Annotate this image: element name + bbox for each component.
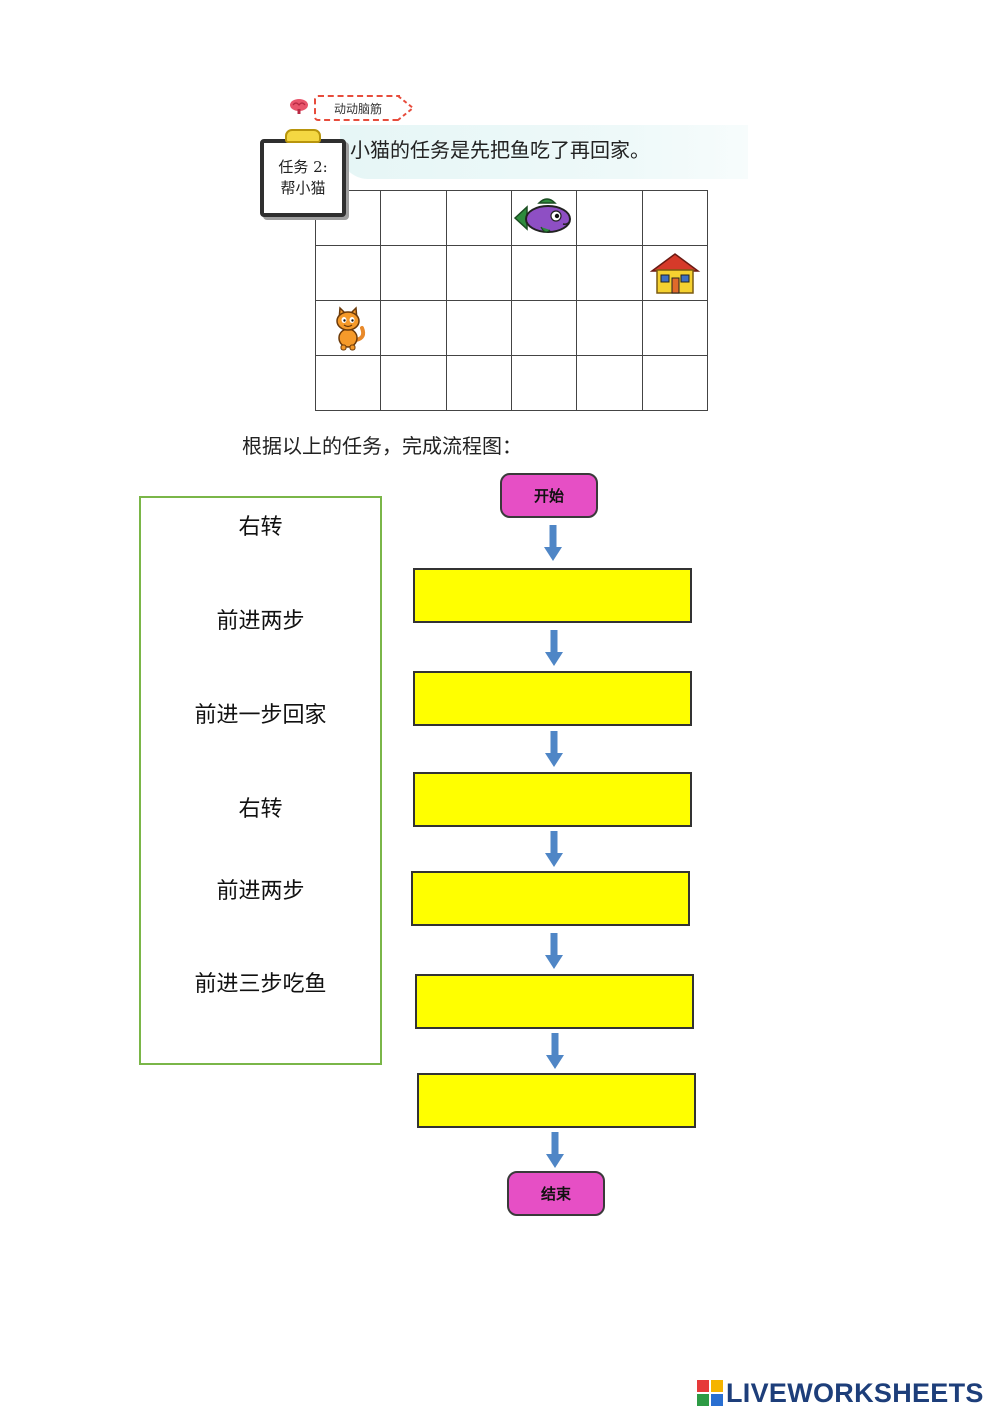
option-item[interactable]: 前进两步: [141, 873, 380, 905]
grid-cell: [316, 301, 381, 356]
brain-icon: [289, 98, 309, 114]
grid-cell: [447, 246, 512, 301]
step-dropzone[interactable]: [417, 1073, 696, 1128]
step-dropzone[interactable]: [415, 974, 694, 1029]
section-tag: 动动脑筋: [314, 95, 400, 121]
task-instruction: 小猫的任务是先把鱼吃了再回家。: [350, 134, 650, 163]
grid-cell: [643, 301, 708, 356]
section-tag-label: 动动脑筋: [334, 100, 382, 117]
map-grid: [315, 190, 708, 411]
arrow-down-icon: [545, 831, 563, 867]
grid-cell: [577, 356, 642, 411]
cat-icon: [328, 304, 368, 352]
option-item[interactable]: 右转: [141, 509, 380, 541]
arrow-down-icon: [545, 933, 563, 969]
grid-cell: [643, 246, 708, 301]
grid-cell: [577, 191, 642, 246]
start-label: 开始: [534, 485, 564, 506]
start-terminal: 开始: [500, 473, 598, 518]
grid-cell: [577, 246, 642, 301]
grid-cell: [447, 191, 512, 246]
liveworksheets-logo: LIVEWORKSHEETS: [697, 1379, 984, 1407]
grid-cell: [643, 356, 708, 411]
options-box: 右转 前进两步 前进一步回家 右转 前进两步 前进三步吃鱼: [139, 496, 382, 1065]
task-label-board: 任务 2: 帮小猫: [260, 139, 346, 217]
fish-icon: [513, 197, 575, 239]
task-label-line1: 任务 2:: [278, 157, 327, 178]
grid-cell: [512, 246, 577, 301]
grid-cell: [381, 246, 446, 301]
step-dropzone[interactable]: [413, 568, 692, 623]
grid-cell: [381, 191, 446, 246]
grid-cell: [512, 356, 577, 411]
option-item[interactable]: 前进一步回家: [141, 697, 380, 729]
clip-icon: [285, 129, 321, 143]
flowchart-instruction: 根据以上的任务，完成流程图：: [242, 430, 522, 459]
grid-cell: [381, 356, 446, 411]
grid-cell: [577, 301, 642, 356]
arrow-down-icon: [544, 525, 562, 561]
end-label: 结束: [541, 1183, 571, 1204]
grid-cell: [447, 356, 512, 411]
task-label-line2: 帮小猫: [280, 178, 325, 199]
grid-cell: [512, 191, 577, 246]
arrow-down-icon: [545, 630, 563, 666]
step-dropzone[interactable]: [411, 871, 690, 926]
grid-cell: [512, 301, 577, 356]
grid-cell: [316, 246, 381, 301]
tag-tip: [398, 95, 414, 121]
arrow-down-icon: [546, 1033, 564, 1069]
grid-cell: [316, 356, 381, 411]
grid-cell: [643, 191, 708, 246]
grid-cell: [447, 301, 512, 356]
arrow-down-icon: [546, 1132, 564, 1168]
logo-icon: [697, 1380, 723, 1406]
arrow-down-icon: [545, 731, 563, 767]
grid-cell: [381, 301, 446, 356]
end-terminal: 结束: [507, 1171, 605, 1216]
option-item[interactable]: 右转: [141, 791, 380, 823]
step-dropzone[interactable]: [413, 671, 692, 726]
option-item[interactable]: 前进三步吃鱼: [141, 966, 380, 998]
step-dropzone[interactable]: [413, 772, 692, 827]
house-icon: [648, 251, 702, 295]
logo-text: LIVEWORKSHEETS: [726, 1378, 984, 1409]
option-item[interactable]: 前进两步: [141, 603, 380, 635]
